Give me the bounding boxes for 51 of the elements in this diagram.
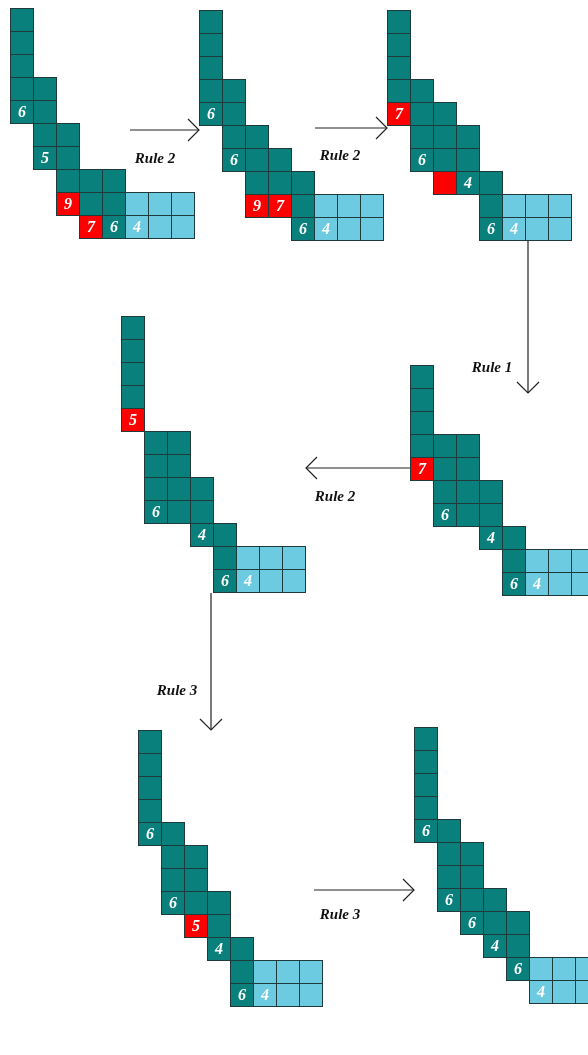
number-cell: 6 [506, 957, 530, 981]
number-cell: 6 [199, 102, 223, 126]
number-cell: 4 [314, 217, 338, 241]
number-cell: 4 [207, 937, 231, 961]
arrow [314, 116, 388, 140]
number-cell: 4 [236, 569, 260, 593]
number-cell: 6 [410, 148, 434, 172]
number-cell: 4 [190, 523, 214, 547]
edge-label: Rule 2 [134, 149, 176, 167]
number-cell: 4 [529, 980, 553, 1004]
number-cell: 6 [437, 888, 461, 912]
edge-label: Rule 3 [156, 681, 198, 699]
number-cell: 6 [460, 911, 484, 935]
edge-label: Rule 2 [319, 146, 361, 164]
number-cell: 4 [253, 983, 277, 1007]
number-cell: 6 [213, 569, 237, 593]
number-cell: 6 [230, 983, 254, 1007]
number-cell: 5 [33, 146, 57, 170]
number-cell: 4 [456, 171, 480, 195]
number-cell: 6 [161, 891, 185, 915]
number-cell: 5 [121, 408, 145, 432]
arrow [305, 456, 411, 480]
number-cell: 6 [138, 822, 162, 846]
number-cell: 6 [144, 500, 168, 524]
number-cell: 6 [102, 215, 126, 239]
number-cell: 4 [125, 215, 149, 239]
number-cell: 7 [79, 215, 103, 239]
number-cell: 5 [184, 914, 208, 938]
number-cell: 9 [245, 194, 269, 218]
number-cell: 6 [10, 100, 34, 124]
number-cell: 7 [268, 194, 292, 218]
arrow [516, 240, 540, 394]
number-cell: 6 [502, 572, 526, 596]
number-cell: 4 [479, 526, 503, 550]
number-cell: 6 [433, 503, 457, 527]
number-cell: 4 [483, 934, 507, 958]
number-cell: 6 [222, 148, 246, 172]
number-cell: 7 [410, 457, 434, 481]
number-cell: 6 [414, 819, 438, 843]
number-cell: 7 [387, 102, 411, 126]
number-cell: 6 [479, 217, 503, 241]
number-cell: 4 [525, 572, 549, 596]
arrow [199, 592, 223, 731]
number-cell: 6 [291, 217, 315, 241]
edge-label: Rule 1 [471, 358, 513, 376]
number-cell: 9 [56, 192, 80, 216]
edge-label: Rule 2 [314, 487, 356, 505]
edge-label: Rule 3 [319, 905, 361, 923]
arrow [313, 878, 415, 902]
number-cell: 4 [502, 217, 526, 241]
arrow [129, 118, 200, 142]
